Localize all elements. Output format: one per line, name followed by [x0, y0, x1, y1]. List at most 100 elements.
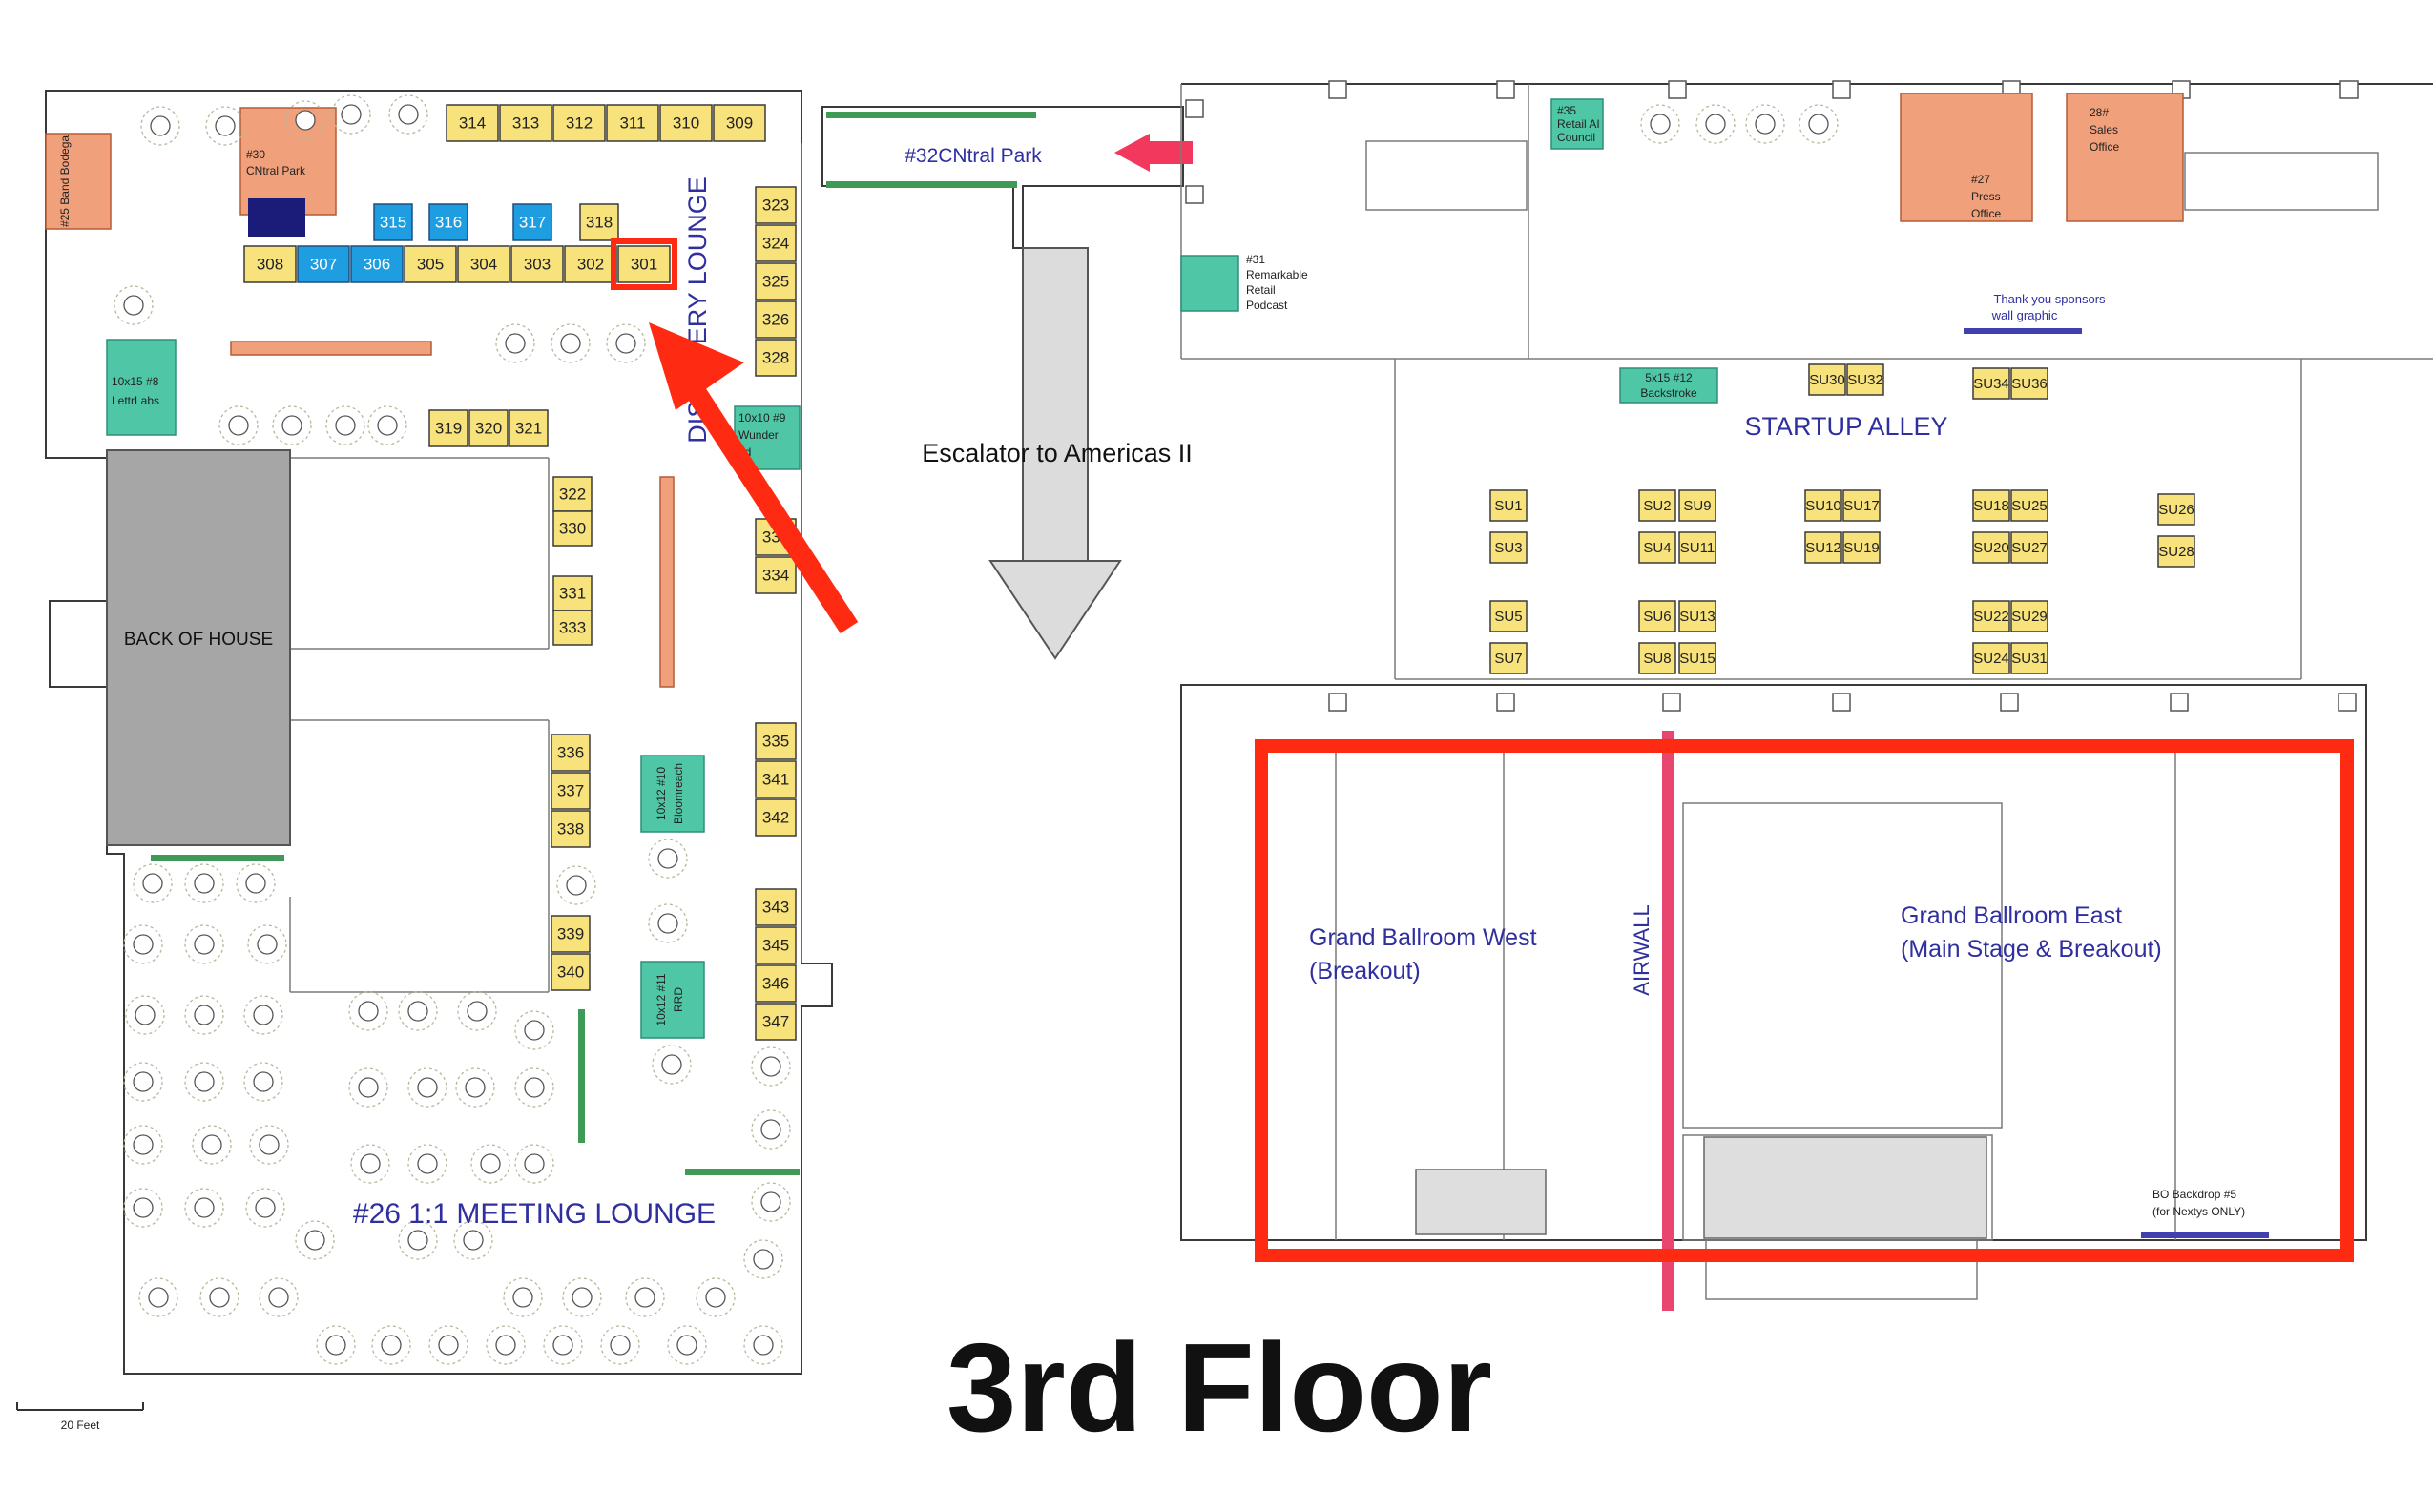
booth-SU9[interactable]: SU9 [1678, 489, 1716, 522]
booth-SU24[interactable]: SU24 [1972, 642, 2010, 674]
booth-312[interactable]: 312 [552, 104, 606, 142]
lounge-table [514, 1144, 554, 1184]
lounge-table [751, 1046, 791, 1087]
booth-343[interactable]: 343 [755, 888, 797, 926]
booth-SU17[interactable]: SU17 [1842, 489, 1881, 522]
booth-SU26[interactable]: SU26 [2157, 493, 2195, 526]
booth-302[interactable]: 302 [564, 245, 617, 283]
booth-324[interactable]: 324 [755, 224, 797, 262]
cntral-park-30-label-1: #30 [246, 148, 265, 161]
pillar [1185, 99, 1204, 118]
booth-316[interactable]: 316 [428, 203, 468, 241]
booth-SU31[interactable]: SU31 [2010, 642, 2048, 674]
booth-SU4[interactable]: SU4 [1638, 531, 1676, 564]
booth-326[interactable]: 326 [755, 300, 797, 339]
wunder-label-2: Wunder [738, 428, 779, 442]
lounge-table [123, 924, 163, 964]
booth-SU28[interactable]: SU28 [2157, 535, 2195, 568]
cntral-park-30-booth[interactable]: #30 CNtral Park [239, 107, 337, 237]
booth-330[interactable]: 330 [552, 510, 593, 547]
booth-SU7[interactable]: SU7 [1489, 642, 1528, 674]
booth-342[interactable]: 342 [755, 798, 797, 837]
rrd-booth[interactable]: 10x12 #11 RRD [640, 961, 705, 1039]
lounge-table [249, 1125, 289, 1165]
booth-SU1[interactable]: SU1 [1489, 489, 1528, 522]
booth-314[interactable]: 314 [446, 104, 499, 142]
booth-345[interactable]: 345 [755, 926, 797, 964]
booth-311[interactable]: 311 [606, 104, 659, 142]
booth-SU13[interactable]: SU13 [1678, 600, 1716, 632]
booth-SU12[interactable]: SU12 [1804, 531, 1842, 564]
booth-303[interactable]: 303 [510, 245, 564, 283]
booth-318[interactable]: 318 [579, 203, 619, 241]
press-office[interactable]: #27 Press Office [1900, 93, 2033, 222]
booth-333[interactable]: 333 [552, 610, 593, 646]
band-bodega-booth[interactable]: #25 Band Bodega [45, 133, 112, 230]
booth-SU30[interactable]: SU30 [1808, 363, 1846, 396]
sales-office[interactable]: 28# Sales Office [2066, 93, 2184, 222]
booth-SU19[interactable]: SU19 [1842, 531, 1881, 564]
booth-304[interactable]: 304 [457, 245, 510, 283]
pillar [1328, 693, 1347, 712]
booth-310[interactable]: 310 [659, 104, 713, 142]
booth-337[interactable]: 337 [551, 772, 591, 810]
booth-315[interactable]: 315 [373, 203, 413, 241]
booth-SU34[interactable]: SU34 [1972, 367, 2010, 400]
booth-322[interactable]: 322 [552, 476, 593, 512]
booth-309[interactable]: 309 [713, 104, 766, 142]
bloomreach-booth[interactable]: 10x12 #10 Bloomreach [640, 755, 705, 833]
booth-SU10[interactable]: SU10 [1804, 489, 1842, 522]
booth-321[interactable]: 321 [509, 409, 549, 447]
booth-SU6[interactable]: SU6 [1638, 600, 1676, 632]
booth-SU2[interactable]: SU2 [1638, 489, 1676, 522]
remarkable-podcast-booth[interactable]: #31 Remarkable Retail Podcast [1180, 253, 1308, 312]
booth-SU8[interactable]: SU8 [1638, 642, 1676, 674]
booth-SU11[interactable]: SU11 [1678, 531, 1716, 564]
remarkable-label-3: Retail [1246, 283, 1276, 297]
booth-334[interactable]: 334 [755, 556, 797, 594]
lounge-table [457, 991, 497, 1031]
booth-SU5[interactable]: SU5 [1489, 600, 1528, 632]
booth-SU27[interactable]: SU27 [2010, 531, 2048, 564]
lounge-table [184, 995, 224, 1035]
booth-347[interactable]: 347 [755, 1003, 797, 1041]
booth-301[interactable]: 301 [611, 238, 677, 290]
booth-339[interactable]: 339 [551, 915, 591, 953]
booth-305[interactable]: 305 [404, 245, 457, 283]
booth-319[interactable]: 319 [428, 409, 468, 447]
lounge-table [133, 863, 173, 903]
booth-SU15[interactable]: SU15 [1678, 642, 1716, 674]
booth-306[interactable]: 306 [350, 245, 404, 283]
booth-340[interactable]: 340 [551, 953, 591, 991]
booth-SU20[interactable]: SU20 [1972, 531, 2010, 564]
booth-328[interactable]: 328 [755, 339, 797, 377]
booth-308[interactable]: 308 [243, 245, 297, 283]
booth-346[interactable]: 346 [755, 964, 797, 1003]
booth-SU18[interactable]: SU18 [1972, 489, 2010, 522]
lounge-table [367, 405, 407, 445]
booth-label: 346 [762, 974, 789, 992]
booth-341[interactable]: 341 [755, 760, 797, 798]
booth-label: 307 [310, 255, 337, 273]
booth-313[interactable]: 313 [499, 104, 552, 142]
booth-331[interactable]: 331 [552, 575, 593, 611]
lettrlabs-booth[interactable]: 10x15 #8 LettrLabs [106, 339, 177, 436]
booth-label: SU6 [1643, 609, 1671, 625]
booth-SU22[interactable]: SU22 [1972, 600, 2010, 632]
booth-SU25[interactable]: SU25 [2010, 489, 2048, 522]
backstroke-booth[interactable]: 5x15 #12 Backstroke [1619, 367, 1718, 404]
booth-338[interactable]: 338 [551, 810, 591, 848]
booth-SU3[interactable]: SU3 [1489, 531, 1528, 564]
booth-SU36[interactable]: SU36 [2010, 367, 2048, 400]
booth-SU32[interactable]: SU32 [1846, 363, 1884, 396]
booth-336[interactable]: 336 [551, 734, 591, 772]
booth-307[interactable]: 307 [297, 245, 350, 283]
booth-SU29[interactable]: SU29 [2010, 600, 2048, 632]
booth-320[interactable]: 320 [468, 409, 509, 447]
pillar [1662, 693, 1681, 712]
booth-335[interactable]: 335 [755, 722, 797, 760]
retail-ai-booth[interactable]: #35 Retail AI Council [1550, 98, 1604, 150]
booth-323[interactable]: 323 [755, 186, 797, 224]
booth-317[interactable]: 317 [512, 203, 552, 241]
booth-325[interactable]: 325 [755, 262, 797, 300]
